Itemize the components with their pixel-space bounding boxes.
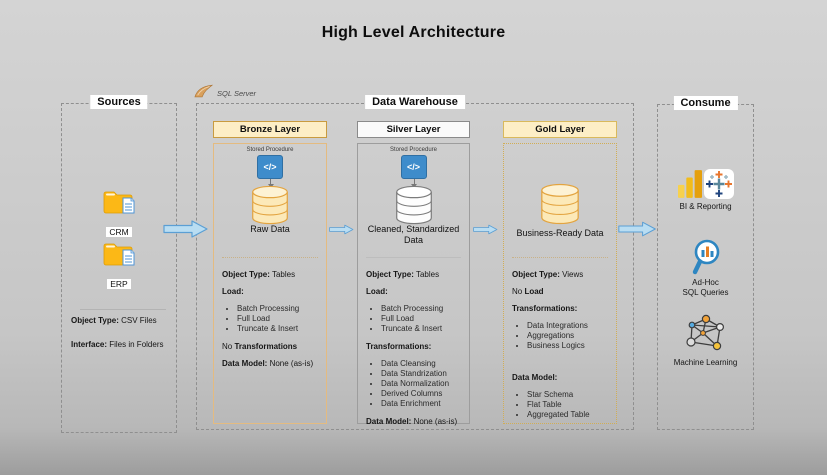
detail-line: Object Type: Tables	[366, 270, 440, 279]
detail-line: Transformations:	[366, 342, 432, 351]
bronze-db-label: Raw Data	[250, 224, 290, 234]
flow-arrow-icon	[163, 220, 208, 238]
bullet-list: Data IntegrationsAggregationsBusiness Lo…	[512, 321, 612, 351]
detail-line: Load:	[366, 287, 388, 296]
consume-item-label: BI & Reporting	[679, 202, 732, 211]
panel-divider	[222, 257, 318, 258]
flow-arrow-icon	[473, 224, 498, 235]
folder-file-icon	[103, 243, 135, 266]
consume-item-machine-learning: Machine Learning	[658, 313, 753, 368]
detail-line: Object Type: CSV Files	[71, 316, 157, 325]
bullet-item: Data Standrization	[381, 369, 465, 379]
bullet-list: Data CleansingData StandrizationData Nor…	[366, 359, 465, 409]
detail-line: No Load	[512, 287, 544, 296]
bullet-item: Data Cleansing	[381, 359, 465, 369]
panel-divider	[512, 257, 608, 258]
source-system-label: ERP	[107, 279, 131, 289]
detail-line: Load:	[222, 287, 244, 296]
sql-server-tag: SQL Server	[194, 84, 256, 99]
detail-line: Object Type: Views	[512, 270, 584, 279]
consume-item-bi-reporting: BI & Reporting	[658, 169, 753, 212]
bullet-item: Aggregated Table	[527, 410, 612, 420]
database-icon	[252, 185, 288, 225]
bullet-item: Flat Table	[527, 400, 612, 410]
bullet-item: Batch Processing	[237, 304, 322, 314]
silver-layer-header: Silver Layer	[357, 121, 470, 138]
detail-line: Transformations:	[512, 304, 578, 313]
flow-arrow-icon	[329, 224, 354, 235]
detail-line: Object Type: Tables	[222, 270, 296, 279]
consume-item-label: SQL Queries	[682, 287, 729, 297]
gold-db-label: Business-Ready Data	[516, 228, 604, 238]
bullet-item: Data Enrichment	[381, 399, 465, 409]
bullet-item: Star Schema	[527, 390, 612, 400]
bullet-item: Aggregations	[527, 331, 612, 341]
source-system-crm: CRM	[62, 189, 176, 240]
consume-item-label: Ad-Hoc	[692, 278, 719, 287]
bullet-item: Full Load	[381, 314, 465, 324]
bronze-layer-header: Bronze Layer	[213, 121, 327, 138]
source-system-erp: ERP	[62, 241, 176, 292]
powerbi-icon	[677, 170, 702, 198]
bullet-item: Data Normalization	[381, 379, 465, 389]
stored-procedure-label: Stored Procedure	[389, 147, 438, 153]
bullet-list: Batch ProcessingFull LoadTruncate & Inse…	[222, 304, 322, 334]
magnifier-chart-icon	[692, 239, 719, 275]
data-warehouse-title: Data Warehouse	[365, 95, 465, 109]
sources-panel: Sources CRM	[61, 95, 177, 433]
stored-procedure-label: Stored Procedure	[246, 147, 294, 153]
stored-procedure-code-icon: </>	[257, 155, 283, 179]
panel-divider	[366, 257, 461, 258]
gold-layer-header: Gold Layer	[503, 121, 617, 138]
bullet-item: Full Load	[237, 314, 322, 324]
page-title: High Level Architecture	[321, 24, 506, 41]
sql-server-label: SQL Server	[217, 89, 257, 98]
tableau-icon	[703, 169, 734, 199]
consume-panel: Consume	[657, 96, 754, 430]
detail-line: Data Model: None (as-is)	[222, 359, 314, 368]
bullet-item: Data Integrations	[527, 321, 612, 331]
bullet-list: Star SchemaFlat TableAggregated Table	[512, 390, 612, 420]
consume-item-adhoc-sql: Ad-Hoc SQL Queries	[658, 239, 753, 297]
database-icon	[541, 183, 579, 225]
bullet-item: Business Logics	[527, 341, 612, 351]
consume-title: Consume	[673, 96, 738, 110]
network-graph-icon	[685, 314, 724, 351]
bronze-layer-panel: Stored Procedure </> Raw Data Object Typ…	[213, 143, 327, 424]
data-warehouse-panel: Data Warehouse	[196, 95, 634, 430]
detail-line: No Transformations	[222, 342, 298, 351]
stored-procedure-code-icon: </>	[400, 155, 427, 179]
sources-divider	[80, 309, 166, 310]
sql-server-icon	[194, 84, 214, 98]
silver-layer-panel: Stored Procedure </> Cleaned, Standardiz…	[357, 143, 470, 426]
silver-db-label: Cleaned, Standardized Data	[367, 224, 460, 245]
bullet-item: Batch Processing	[381, 304, 465, 314]
consume-item-label: Machine Learning	[673, 358, 738, 367]
bullet-item: Truncate & Insert	[237, 324, 322, 334]
detail-line: Data Model:	[512, 373, 558, 382]
sources-title: Sources	[90, 95, 148, 109]
bullet-list: Batch ProcessingFull LoadTruncate & Inse…	[366, 304, 465, 334]
source-system-label: CRM	[106, 227, 132, 237]
detail-line: Data Model: None (as-is)	[366, 417, 458, 426]
bullet-item: Truncate & Insert	[381, 324, 465, 334]
flow-arrow-icon	[618, 221, 656, 237]
folder-file-icon	[103, 191, 135, 214]
bullet-item: Derived Columns	[381, 389, 465, 399]
database-icon	[395, 185, 432, 225]
detail-line: Interface: Files in Folders	[71, 340, 164, 349]
